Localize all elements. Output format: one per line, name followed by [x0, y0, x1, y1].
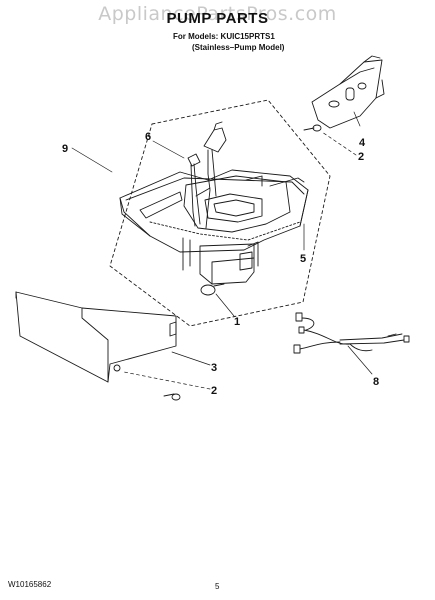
pump-housing [119, 169, 309, 271]
pump-wire-harness [187, 121, 227, 229]
cover-panel [15, 291, 177, 383]
document-id: W10165862 [8, 580, 52, 589]
assembly-boundary [109, 99, 331, 327]
leader-lines [71, 111, 373, 390]
model-numbers: For Models: KUIC15PRTS1 [173, 32, 275, 41]
callout-5: 5 [300, 253, 306, 265]
callout-2-lower: 2 [211, 385, 217, 397]
callout-1: 1 [234, 316, 240, 328]
model-subtitle: (Stainless–Pump Model) [192, 43, 285, 52]
watermark: AppliancePartsPros.com [98, 3, 337, 25]
page-number: 5 [215, 582, 220, 591]
mounting-bracket [311, 55, 385, 129]
callout-3: 3 [211, 362, 217, 374]
pump-motor [199, 241, 259, 296]
callout-4: 4 [359, 137, 366, 149]
diagram-title: PUMP PARTS [166, 10, 269, 27]
wire-harness [293, 312, 410, 354]
callout-8: 8 [373, 376, 379, 388]
callout-2-upper: 2 [358, 151, 364, 163]
screw-upper [303, 124, 322, 132]
screw-lower [163, 393, 181, 401]
callout-9: 9 [62, 143, 68, 155]
callout-6: 6 [145, 131, 151, 143]
